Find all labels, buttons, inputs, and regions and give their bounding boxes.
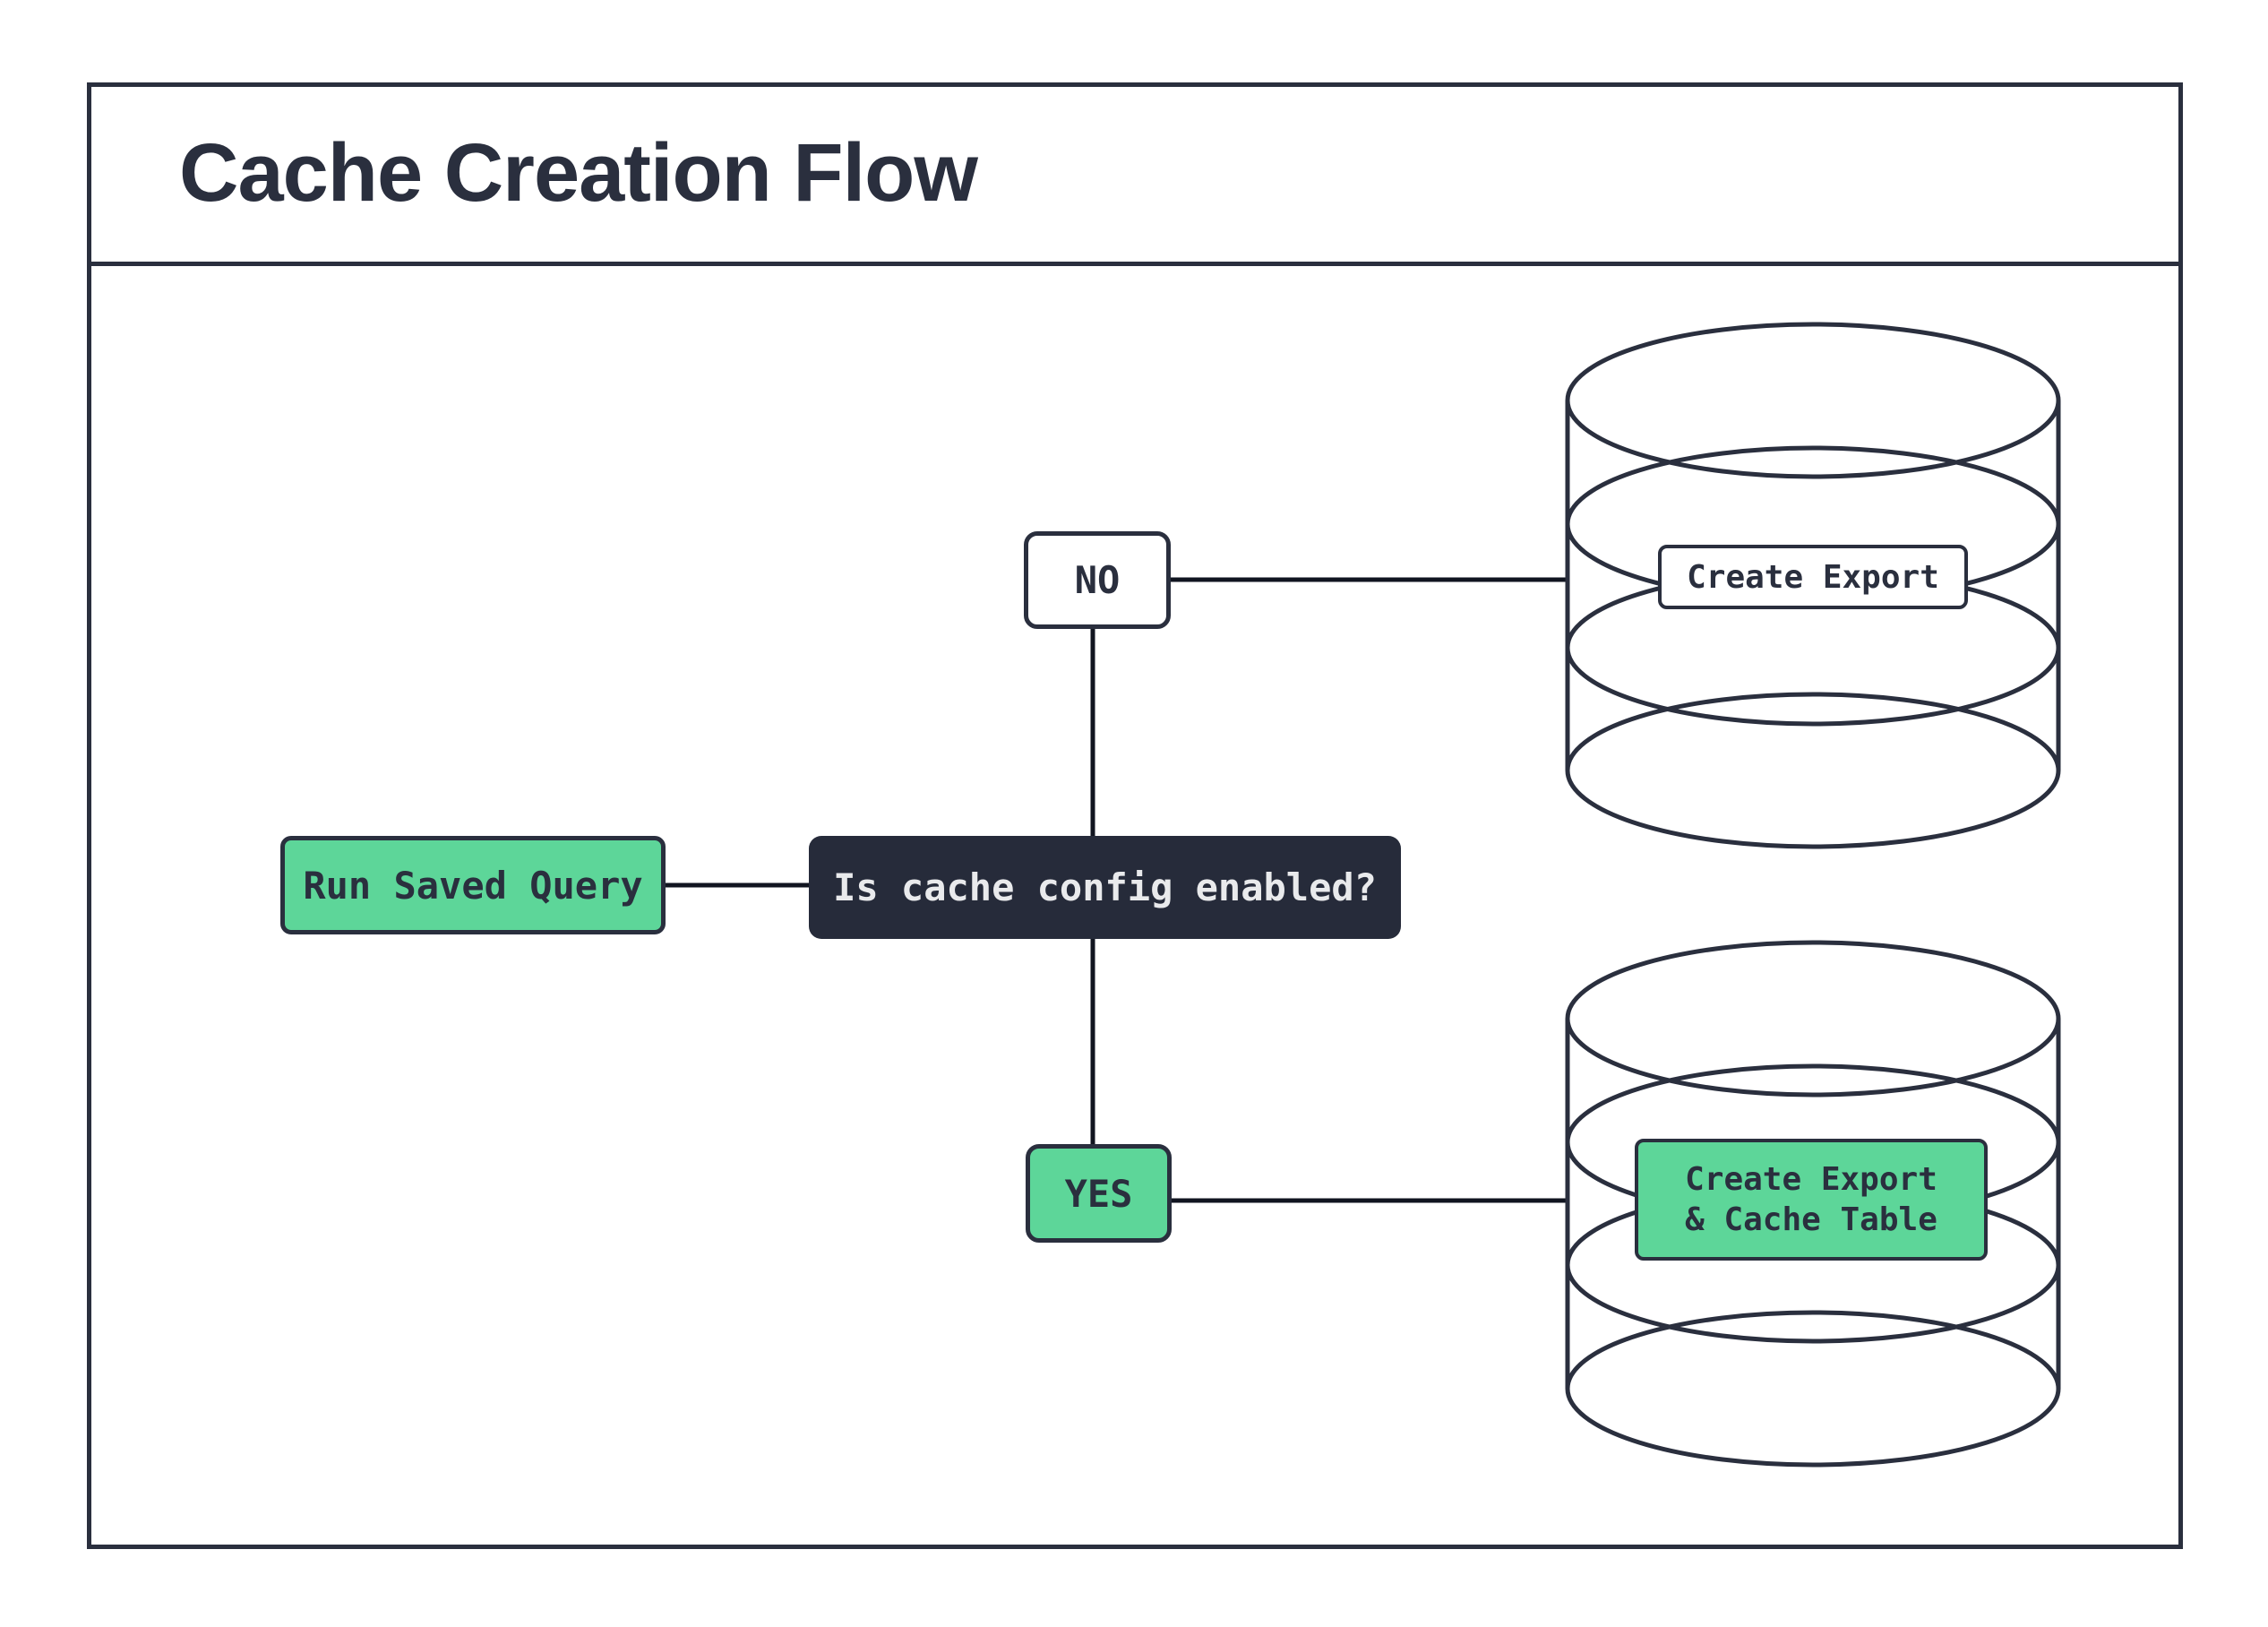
node-create-export-label: Create Export bbox=[1687, 558, 1939, 596]
database-icon-top bbox=[1565, 322, 2061, 849]
node-cache-config-question: Is cache config enabled? bbox=[809, 836, 1401, 939]
node-branch-yes: YES bbox=[1026, 1144, 1172, 1243]
node-create-export: Create Export bbox=[1658, 545, 1968, 609]
node-branch-no: NO bbox=[1024, 531, 1171, 629]
node-create-export-cache-line2: & Cache Table bbox=[1685, 1201, 1937, 1238]
node-cache-config-question-label: Is cache config enabled? bbox=[833, 865, 1377, 909]
database-icon-bottom bbox=[1565, 940, 2061, 1468]
diagram-frame bbox=[87, 82, 2183, 1549]
node-branch-yes-label: YES bbox=[1064, 1171, 1133, 1216]
node-run-saved-query-label: Run Saved Query bbox=[303, 863, 643, 908]
node-run-saved-query: Run Saved Query bbox=[280, 836, 666, 934]
node-branch-no-label: NO bbox=[1074, 558, 1121, 602]
header-divider bbox=[87, 262, 2183, 266]
page-title: Cache Creation Flow bbox=[179, 127, 978, 219]
node-create-export-cache-line1: Create Export bbox=[1685, 1161, 1937, 1198]
node-create-export-cache-table: Create Export & Cache Table bbox=[1635, 1139, 1988, 1261]
